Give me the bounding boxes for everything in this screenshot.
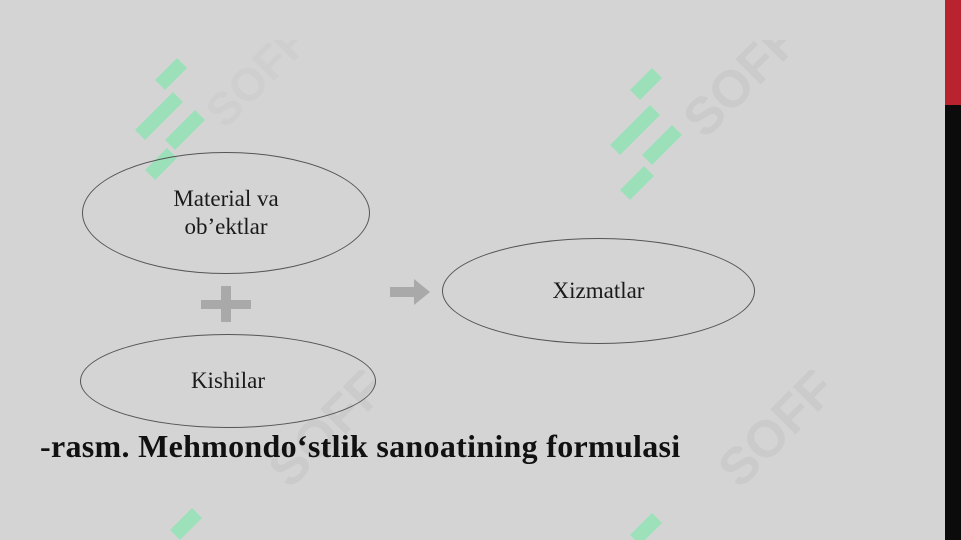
accent-bar-red [945,0,961,105]
svg-text:SOFF: SOFF [707,370,846,498]
node-services: Xizmatlar [442,238,755,344]
node-people: Kishilar [80,334,376,428]
watermark-logo: SOFF [590,40,820,220]
node-services-label: Xizmatlar [552,278,645,303]
plus-icon [201,286,251,322]
node-materials: Material va ob’ektlar [82,152,370,274]
node-materials-line1: Material va [173,186,279,211]
node-people-label: Kishilar [190,368,266,393]
node-materials-line2: ob’ektlar [184,214,268,239]
accent-bar-black [945,105,961,540]
right-arrow-icon [390,279,430,305]
svg-text:SOFF: SOFF [672,40,811,148]
svg-text:SOFF: SOFF [195,40,305,137]
figure-caption: -rasm. Mehmondo‘stlik sanoatining formul… [40,428,681,464]
